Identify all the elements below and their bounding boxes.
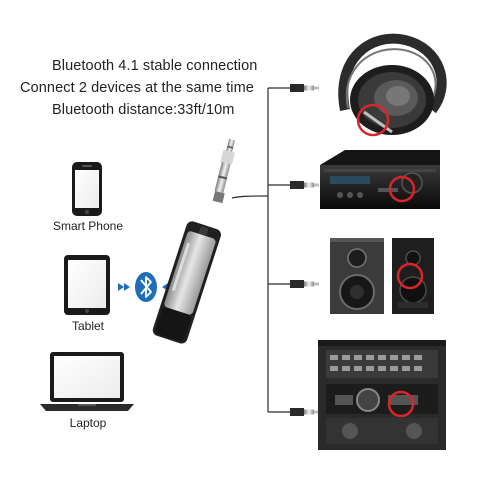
feature-line-2: Connect 2 devices at the same time bbox=[20, 80, 254, 96]
headphones-image bbox=[338, 33, 447, 135]
receiver-port-highlight bbox=[388, 175, 416, 203]
speakers-image bbox=[330, 238, 434, 314]
feature-line-1: Bluetooth 4.1 stable connection bbox=[52, 58, 258, 74]
branch-plug-car bbox=[290, 408, 319, 416]
laptop-label: Laptop bbox=[69, 416, 107, 430]
smart-phone-label: Smart Phone bbox=[52, 219, 124, 233]
branch-plug-speakers bbox=[290, 280, 319, 288]
smart-phone-icon bbox=[72, 162, 102, 216]
speakers-port-highlight bbox=[396, 262, 424, 290]
branch-plug-receiver bbox=[290, 181, 319, 189]
av-receiver-image bbox=[320, 150, 440, 209]
feature-line-3: Bluetooth distance:33ft/10m bbox=[52, 102, 235, 118]
tablet-label: Tablet bbox=[71, 319, 105, 333]
headphones-port-highlight bbox=[356, 103, 390, 137]
signal-waves-left-icon bbox=[118, 283, 130, 291]
laptop-icon bbox=[40, 352, 134, 411]
cable-tree bbox=[231, 87, 292, 413]
tablet-icon bbox=[64, 255, 110, 315]
bluetooth-adapter-image bbox=[152, 138, 235, 344]
branch-plug-headphones bbox=[290, 84, 319, 92]
bluetooth-icon bbox=[135, 272, 157, 302]
car-aux-port-highlight bbox=[387, 390, 415, 418]
car-dashboard-image bbox=[318, 340, 446, 450]
